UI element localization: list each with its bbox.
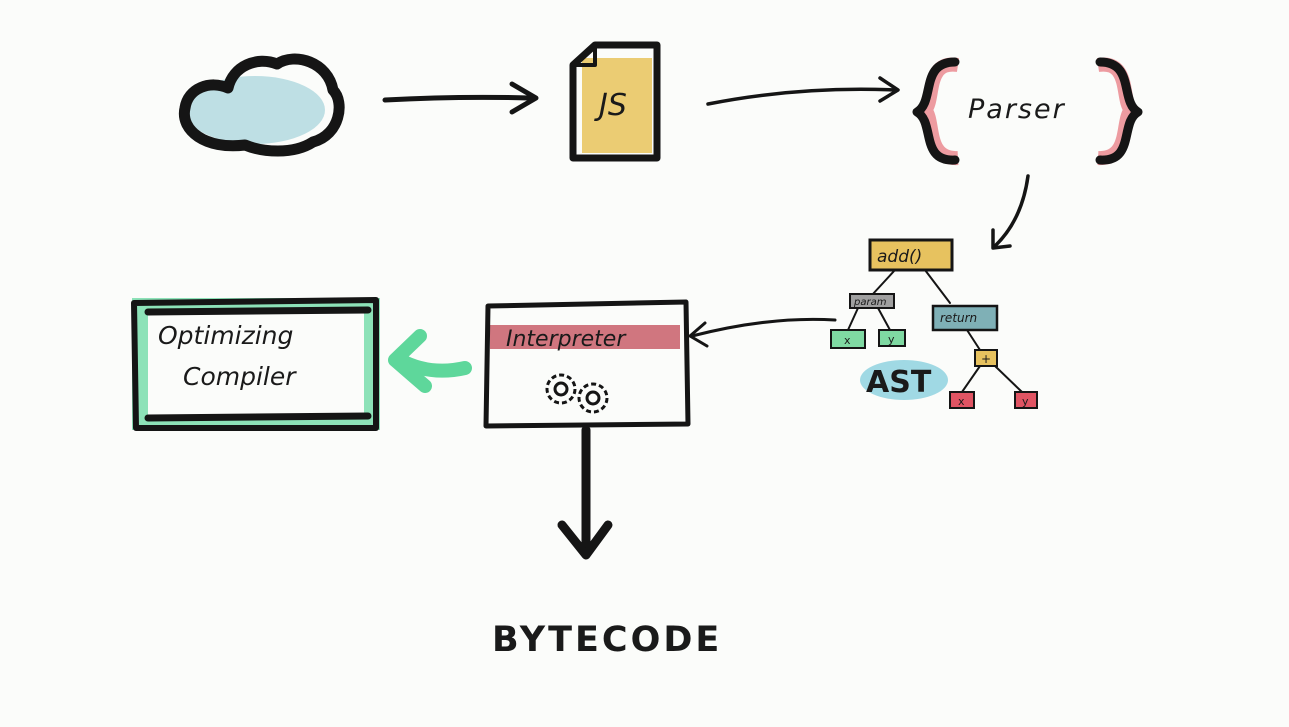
ast-node-plus: + (974, 349, 998, 367)
ast-tree: add() param return x y + x y (830, 238, 1038, 409)
parser-node: Parser (912, 57, 1143, 165)
arrow-parser-to-ast (993, 174, 1030, 248)
ast-leaf-y-return-label: y (1022, 395, 1029, 408)
ast-leaf-x-return: x (949, 391, 975, 409)
parser-label: Parser (968, 94, 1066, 125)
arrow-ast-to-interpreter (690, 317, 837, 338)
arrow-cloud-to-js (382, 94, 533, 103)
ast-leaf-x-param-label: x (844, 334, 851, 347)
ast-leaf-x-return-label: x (958, 395, 965, 408)
ast-leaf-x-param: x (830, 329, 866, 349)
interpreter-node: Interpreter (483, 299, 691, 429)
js-file-icon: JS (569, 41, 661, 162)
ast-node-param-label: param (853, 297, 887, 308)
arrow-js-to-parser (706, 87, 897, 106)
ast-leaf-y-param-label: y (888, 333, 895, 346)
gears-icon (545, 373, 609, 414)
ast-node-param: param (849, 293, 895, 309)
ast-node-add-label: add() (877, 247, 922, 267)
ast-label-text: AST (866, 365, 932, 400)
ast-node-return: return (931, 304, 999, 332)
ast-label: AST (860, 360, 948, 400)
bytecode-label: BYTECODE (492, 620, 722, 660)
interpreter-label: Interpreter (506, 327, 627, 352)
optimizing-compiler-node: Optimizing Compiler (131, 297, 380, 431)
ast-node-return-label: return (940, 311, 977, 325)
optimizing-compiler-line1: Optimizing (158, 321, 293, 350)
cloud-icon (178, 53, 345, 157)
arrow-interpreter-to-compiler (388, 329, 472, 393)
ast-node-add: add() (868, 238, 954, 272)
ast-leaf-y-param: y (878, 329, 906, 347)
js-file-label: JS (594, 88, 627, 123)
ast-node-plus-label: + (981, 352, 991, 366)
ast-leaf-y-return: y (1014, 391, 1038, 409)
optimizing-compiler-line2: Compiler (183, 362, 297, 391)
